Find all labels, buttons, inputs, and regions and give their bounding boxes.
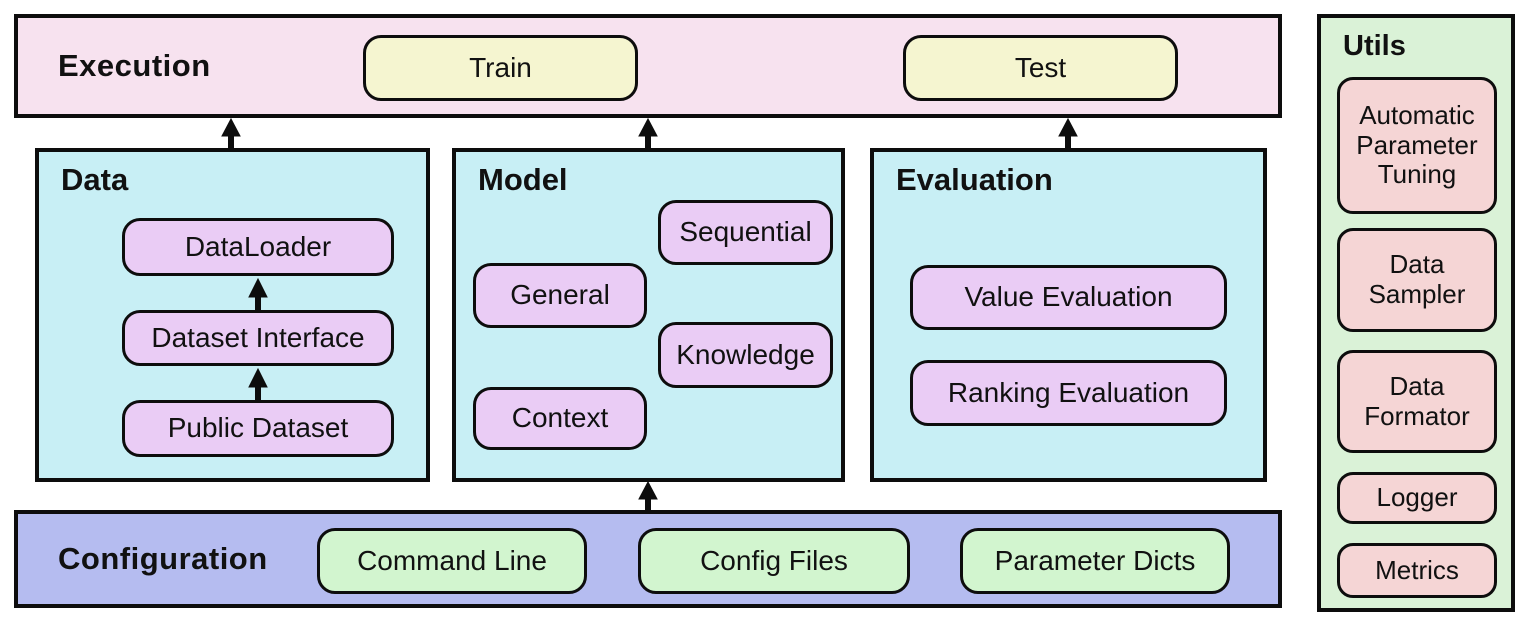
model-panel: Model Sequential General Knowledge Conte… xyxy=(452,148,845,482)
value-evaluation-node: Value Evaluation xyxy=(910,265,1227,330)
arrow-configuration-to-model xyxy=(638,480,658,511)
ranking-evaluation-node: Ranking Evaluation xyxy=(910,360,1227,426)
dataloader-node: DataLoader xyxy=(122,218,394,276)
execution-panel: Execution Train Test xyxy=(14,14,1282,118)
data-title: Data xyxy=(61,162,129,197)
dataset-interface-node: Dataset Interface xyxy=(122,310,394,366)
sequential-node: Sequential xyxy=(658,200,833,265)
knowledge-node: Knowledge xyxy=(658,322,833,388)
automatic-parameter-tuning-node: Automatic Parameter Tuning xyxy=(1337,77,1497,214)
arrow-model-to-execution xyxy=(638,117,658,149)
arrow-data-to-execution xyxy=(221,117,241,149)
logger-node: Logger xyxy=(1337,472,1497,524)
general-node: General xyxy=(473,263,647,328)
public-dataset-node: Public Dataset xyxy=(122,400,394,457)
model-title: Model xyxy=(478,162,568,197)
train-node: Train xyxy=(363,35,638,101)
parameter-dicts-node: Parameter Dicts xyxy=(960,528,1230,594)
execution-title: Execution xyxy=(58,48,211,83)
evaluation-panel: Evaluation Value Evaluation Ranking Eval… xyxy=(870,148,1267,482)
configuration-panel: Configuration Command Line Config Files … xyxy=(14,510,1282,608)
data-sampler-node: Data Sampler xyxy=(1337,228,1497,332)
configuration-title: Configuration xyxy=(58,541,268,576)
utils-panel: Utils Automatic Parameter Tuning Data Sa… xyxy=(1317,14,1515,612)
metrics-node: Metrics xyxy=(1337,543,1497,598)
context-node: Context xyxy=(473,387,647,450)
arrow-evaluation-to-execution xyxy=(1058,117,1078,149)
data-formator-node: Data Formator xyxy=(1337,350,1497,453)
command-line-node: Command Line xyxy=(317,528,587,594)
test-node: Test xyxy=(903,35,1178,101)
utils-title: Utils xyxy=(1343,30,1406,62)
evaluation-title: Evaluation xyxy=(896,162,1053,197)
config-files-node: Config Files xyxy=(638,528,910,594)
data-panel: Data DataLoader Dataset Interface Public… xyxy=(35,148,430,482)
